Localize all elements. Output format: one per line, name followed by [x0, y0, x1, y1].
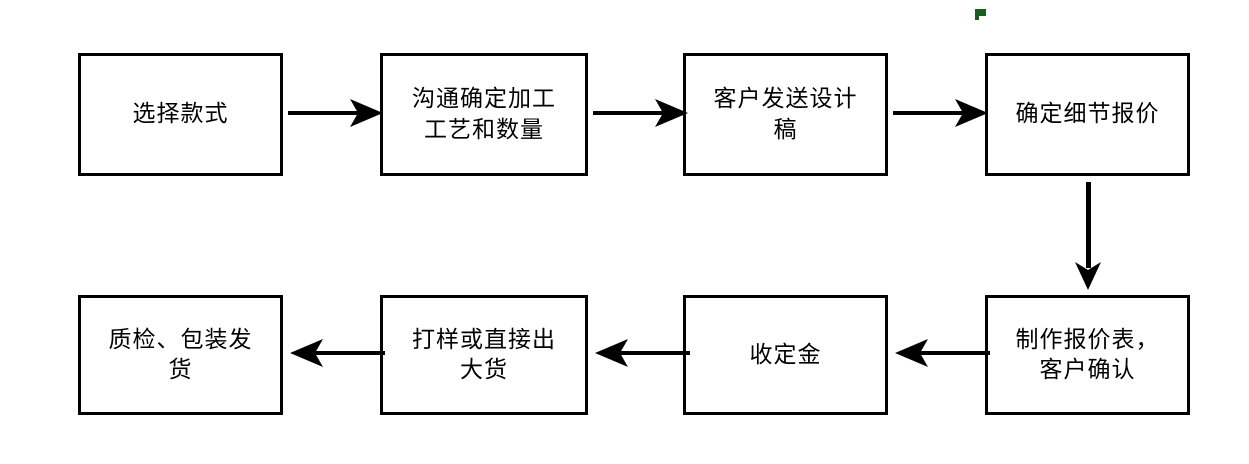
flow-node-label: 打样或直接出 大货 — [412, 326, 556, 383]
flow-node-confirm-process-quantity[interactable]: 沟通确定加工 工艺和数量 — [380, 53, 588, 176]
flow-node-label: 收定金 — [749, 341, 822, 368]
green-corner-mark-icon — [975, 5, 986, 20]
flow-node-label: 制作报价表， 客户确认 — [1015, 326, 1160, 383]
flow-node-label: 选择款式 — [132, 101, 229, 128]
arrow-right-icon — [593, 95, 690, 135]
flow-node-confirm-detail-quote[interactable]: 确定细节报价 — [985, 53, 1190, 176]
flow-node-label: 客户发送设计 稿 — [713, 86, 858, 143]
arrow-left-icon — [288, 335, 385, 375]
flow-node-label: 确定细节报价 — [1015, 101, 1160, 128]
arrow-down-icon — [1068, 182, 1108, 292]
flow-node-quotation-sheet-customer-confirm[interactable]: 制作报价表， 客户确认 — [985, 295, 1190, 415]
arrow-right-icon — [288, 95, 385, 135]
flow-node-inspection-packing-shipping[interactable]: 质检、包装发 货 — [78, 295, 283, 415]
flow-node-label: 沟通确定加工 工艺和数量 — [412, 86, 556, 143]
flow-node-customer-sends-design[interactable]: 客户发送设计 稿 — [683, 53, 888, 176]
flow-node-collect-deposit[interactable]: 收定金 — [683, 295, 888, 415]
flow-node-sampling-or-bulk-production[interactable]: 打样或直接出 大货 — [380, 295, 588, 415]
arrow-left-icon — [593, 335, 690, 375]
arrow-left-icon — [893, 335, 990, 375]
flow-node-select-style[interactable]: 选择款式 — [78, 53, 283, 176]
arrow-right-icon — [893, 95, 990, 135]
flow-node-label: 质检、包装发 货 — [108, 326, 253, 383]
